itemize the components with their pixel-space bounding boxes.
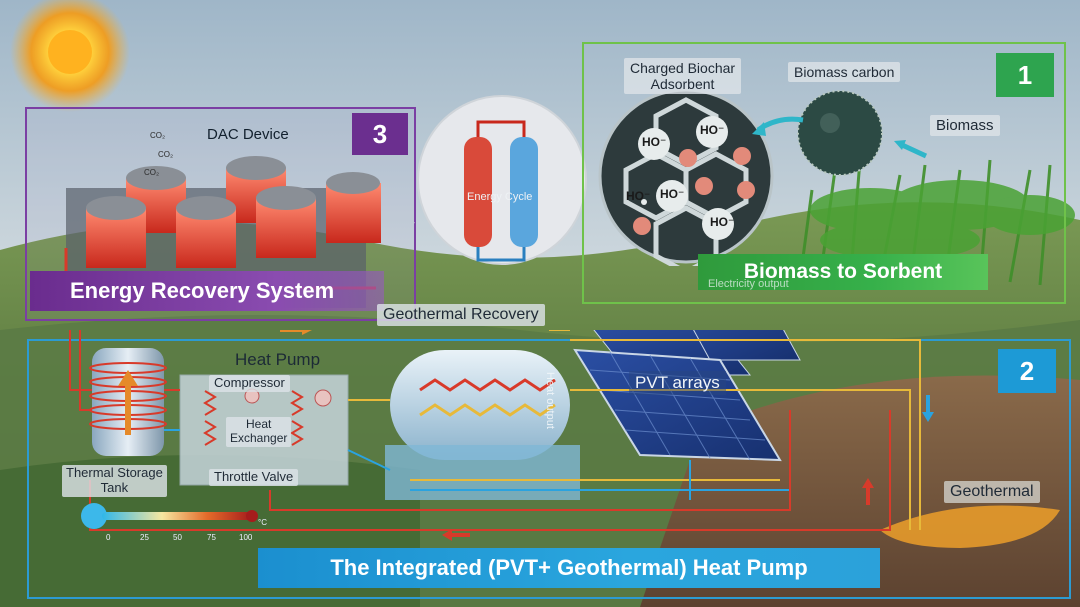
geothermal-recovery-label: Geothermal Recovery xyxy=(377,304,545,327)
thermal-storage-tank-label: Thermal Storage Tank xyxy=(62,465,167,497)
biomass-carbon-label: Biomass carbon xyxy=(788,62,901,83)
biomass-sorbent-title: Biomass to Sorbent xyxy=(698,254,988,290)
biochar-structure-illustration xyxy=(598,88,774,266)
temperature-tick: 25 xyxy=(140,533,149,542)
energy-recovery-title: Energy Recovery System xyxy=(30,271,384,311)
hydroxide-label: HO⁻ xyxy=(710,215,735,229)
hydroxide-label: HO⁻ xyxy=(660,187,685,201)
heat-exchanger-label: Heat Exchanger xyxy=(226,417,292,447)
co2-label: CO₂ xyxy=(150,131,166,140)
heat-pump-label: Heat Pump xyxy=(235,350,321,369)
throttle-valve-label: Throttle Valve xyxy=(209,469,299,486)
co2-label: CO₂ xyxy=(144,168,160,177)
hydroxide-label: HO⁻ xyxy=(626,189,651,203)
panel-3-badge: 3 xyxy=(352,113,408,155)
biomass-sorbent-panel xyxy=(582,42,1066,304)
hydroxide-label: HO⁻ xyxy=(642,135,667,149)
energy-cycle-label: Energy Cycle xyxy=(467,191,533,203)
temperature-tick: 75 xyxy=(207,533,216,542)
arrow-left-icon xyxy=(752,116,804,136)
pvt-arrays-label: PVT arrays xyxy=(629,371,726,395)
heat-pump-title: The Integrated (PVT+ Geothermal) Heat Pu… xyxy=(258,548,880,588)
biomass-carbon-sphere xyxy=(797,90,883,176)
hydroxide-label: HO⁻ xyxy=(700,123,725,137)
temperature-tick: 100 xyxy=(239,533,253,542)
co2-label: CO₂ xyxy=(158,150,174,159)
panel-2-badge: 2 xyxy=(998,349,1056,393)
temperature-unit: °C xyxy=(258,518,267,527)
heat-output-label: Heat output xyxy=(544,372,556,429)
temperature-scale xyxy=(81,503,258,529)
charged-biochar-label: Charged Biochar Adsorbent xyxy=(624,58,742,95)
panel-1-badge: 1 xyxy=(996,53,1054,97)
energy-cycle-zoom xyxy=(414,95,587,265)
biomass-label: Biomass xyxy=(930,115,1000,137)
compressor-label: Compressor xyxy=(209,375,290,392)
temperature-tick: 0 xyxy=(106,533,111,542)
geothermal-label: Geothermal xyxy=(944,481,1040,504)
electricity-output-label: Electricity output xyxy=(708,278,789,290)
dac-device-label: DAC Device xyxy=(207,126,289,143)
temperature-tick: 50 xyxy=(173,533,182,542)
arrow-left-icon xyxy=(894,140,928,159)
heat-pump-panel xyxy=(27,339,1071,599)
